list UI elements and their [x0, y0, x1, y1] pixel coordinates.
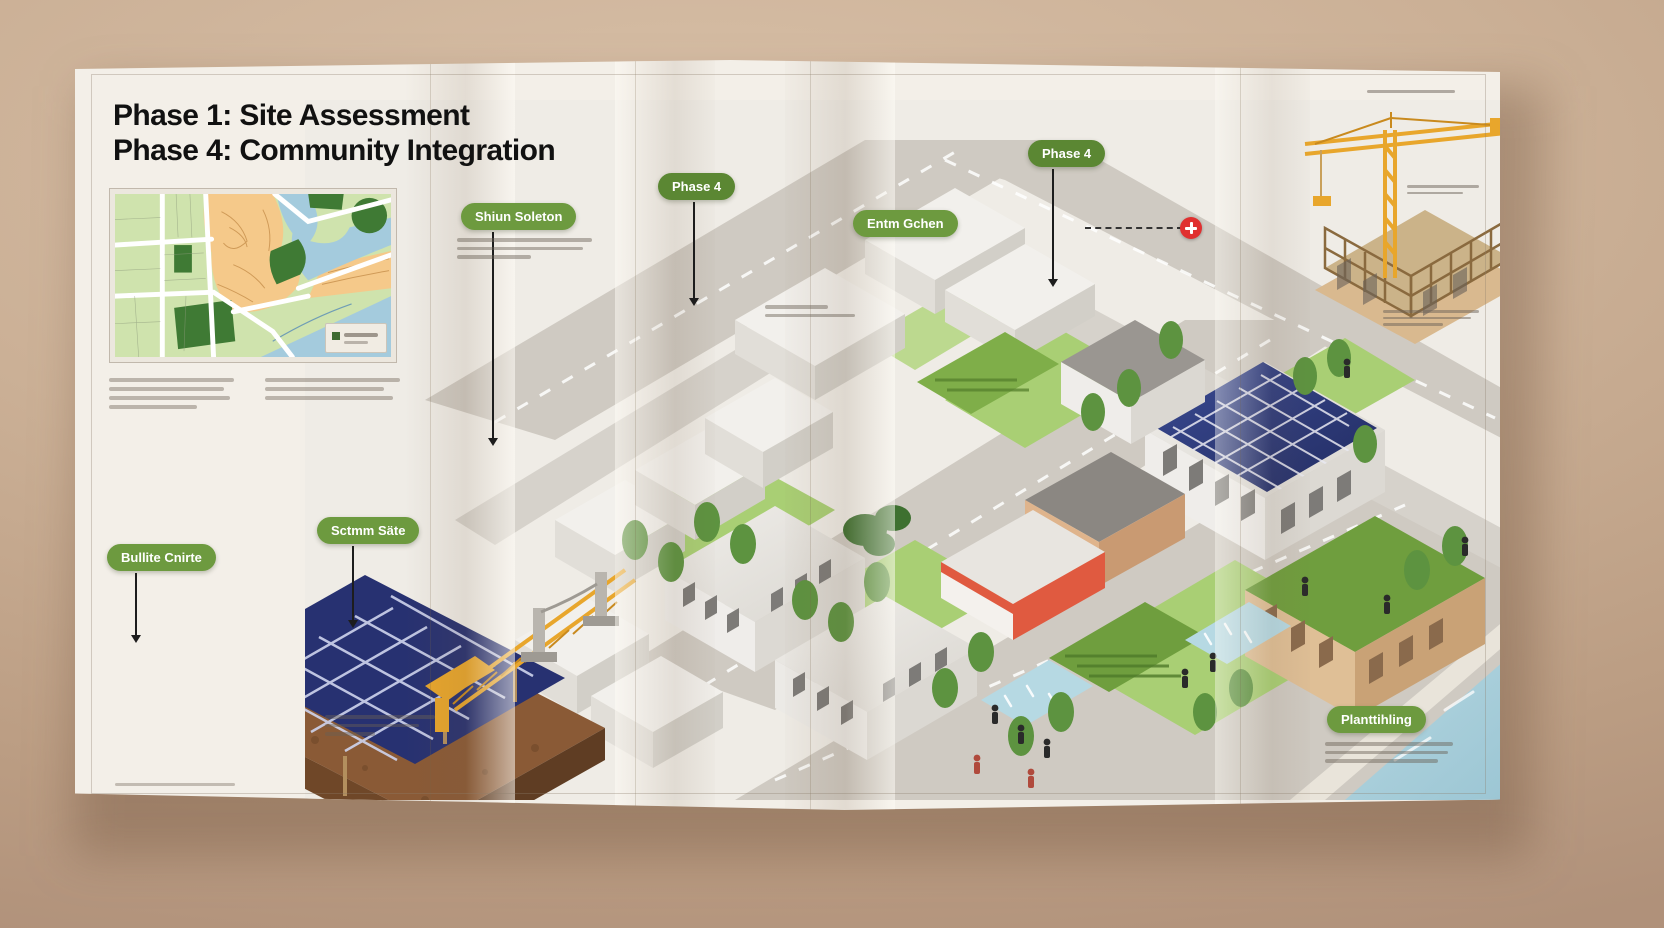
page-title: Phase 1: Site Assessment Phase 4: Commun… — [113, 98, 556, 169]
leader-screen-site — [352, 546, 354, 624]
leader-arrow-site-selection — [488, 438, 498, 446]
note-construction-mid — [1383, 310, 1479, 330]
callout-phase-4-right[interactable]: Phase 4 — [1028, 140, 1106, 167]
title-line-2: Phase 4: Community Integration — [113, 134, 556, 168]
note-green-infrastructure — [765, 305, 855, 322]
callout-green-infrastructure[interactable]: Entm Gchen — [853, 210, 958, 237]
fold-line-1 — [430, 60, 431, 810]
leader-arrow-screen-site — [348, 620, 358, 628]
leader-phase-4-left — [693, 202, 695, 302]
legend-line-2 — [344, 341, 368, 344]
title-line-1: Phase 1: Site Assessment — [113, 99, 470, 132]
map-legend — [325, 323, 387, 353]
note-top-right — [1367, 90, 1455, 97]
footer-mark — [115, 783, 235, 786]
brochure-sheet: Phase 1: Site Assessment Phase 4: Commun… — [75, 60, 1500, 810]
callout-planting[interactable]: Planttihling — [1327, 706, 1426, 733]
fold-line-2 — [635, 60, 636, 810]
note-construction-frame — [1407, 185, 1479, 198]
callout-build-centre[interactable]: Bullite Cnirte — [107, 544, 216, 571]
note-site-selection — [457, 238, 592, 264]
leader-site-selection — [492, 232, 494, 442]
site-assessment-map-inset[interactable] — [109, 188, 397, 363]
note-build-centre — [325, 715, 435, 741]
legend-swatch-icon — [332, 332, 340, 340]
map-caption-right — [265, 378, 400, 405]
leader-arrow-phase-4-left — [689, 298, 699, 306]
leader-arrow-phase-4-right — [1048, 279, 1058, 287]
leader-arrow-build-centre — [131, 635, 141, 643]
leader-phase-4-right — [1052, 169, 1054, 283]
construction-hazard-marker-icon[interactable] — [1180, 217, 1202, 239]
callout-phase-4-left[interactable]: Phase 4 — [658, 173, 736, 200]
legend-line-1 — [344, 333, 378, 337]
fold-line-4 — [1240, 60, 1241, 810]
leader-build-centre — [135, 573, 137, 639]
leader-dashed-construction — [1085, 227, 1183, 229]
callout-site-selection[interactable]: Shiun Soleton — [461, 203, 577, 230]
map-canvas — [115, 194, 391, 357]
note-planting — [1325, 742, 1453, 768]
callout-screen-site[interactable]: Sctmm Säte — [317, 517, 420, 544]
map-caption-left — [109, 378, 234, 414]
fold-line-3 — [810, 60, 811, 810]
